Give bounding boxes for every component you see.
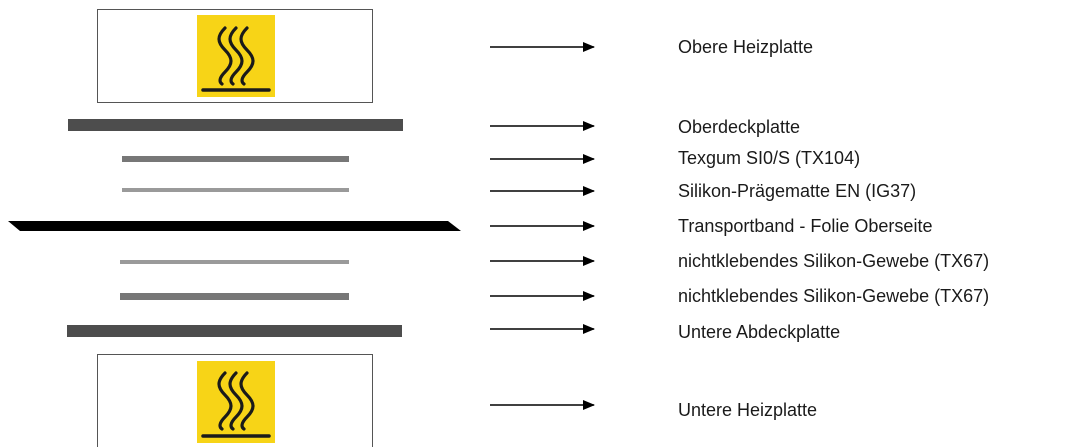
label-texgum: Texgum SI0/S (TX104) (678, 148, 861, 168)
lower-cover-plate (67, 325, 402, 337)
silicone-fabric-sheet-1 (120, 260, 349, 264)
transport-band (8, 221, 461, 231)
label-silikon-gewebe-1: nichtklebendes Silikon-Gewebe (TX67) (678, 251, 990, 271)
label-transportband: Transportband - Folie Oberseite (678, 216, 933, 236)
label-untere-abdeckplatte: Untere Abdeckplatte (678, 322, 841, 342)
label-untere-heizplatte: Untere Heizplatte (678, 400, 818, 420)
label-silikon-praegematte: Silikon-Prägematte EN (IG37) (678, 181, 917, 201)
label-obere-heizplatte: Obere Heizplatte (678, 37, 814, 57)
arrows-group (490, 42, 595, 410)
silicone-embossing-mat (122, 188, 349, 192)
label-silikon-gewebe-2: nichtklebendes Silikon-Gewebe (TX67) (678, 286, 990, 306)
silicone-fabric-sheet-2 (120, 293, 349, 300)
top-heater-plate (97, 9, 373, 103)
label-oberdeckplatte: Oberdeckplatte (678, 117, 801, 137)
upper-cover-plate (68, 119, 403, 131)
hot-surface-icon (197, 361, 275, 443)
texgum-sheet (122, 156, 349, 162)
bottom-heater-plate (97, 354, 373, 447)
hot-surface-icon (197, 15, 275, 97)
